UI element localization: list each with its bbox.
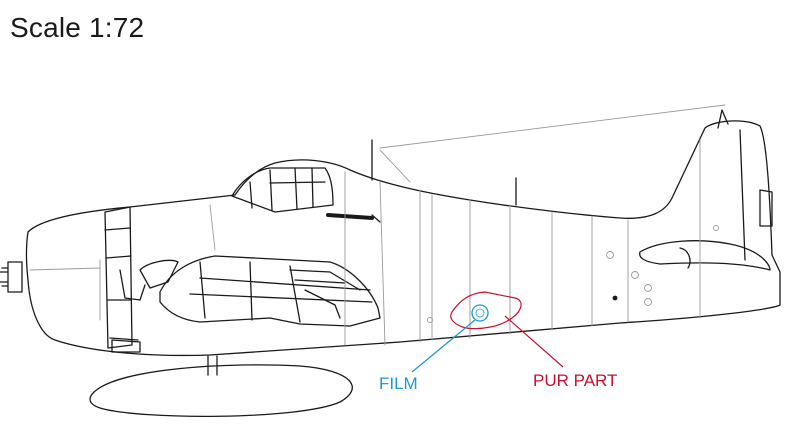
film-callout-label: FILM [379,374,418,393]
pur-part-leader [504,315,564,368]
propeller-hub [0,261,23,293]
exhaust-fairing [139,259,179,289]
cowl-flap [104,227,139,341]
cowling-panel [104,206,133,349]
tail-fin [717,109,729,129]
pur-part-callout-label: PUR PART [533,371,617,390]
fuselage-dot-marker [612,295,618,301]
antenna-mast [371,139,517,206]
stand-base [89,364,353,418]
stand-post [207,355,218,376]
pur-part-outline [450,291,522,330]
gun-barrel [326,213,374,220]
panel-lines [29,139,701,346]
film-window [471,304,489,322]
scale-title: Scale 1:72 [10,12,145,43]
fuselage-outline [25,120,781,357]
film-leader [411,319,476,373]
canopy [231,167,334,213]
canopy-frame [249,167,326,211]
antenna-wire [379,104,726,183]
wing-root [159,255,381,327]
horizontal-stabilizer [639,240,771,271]
